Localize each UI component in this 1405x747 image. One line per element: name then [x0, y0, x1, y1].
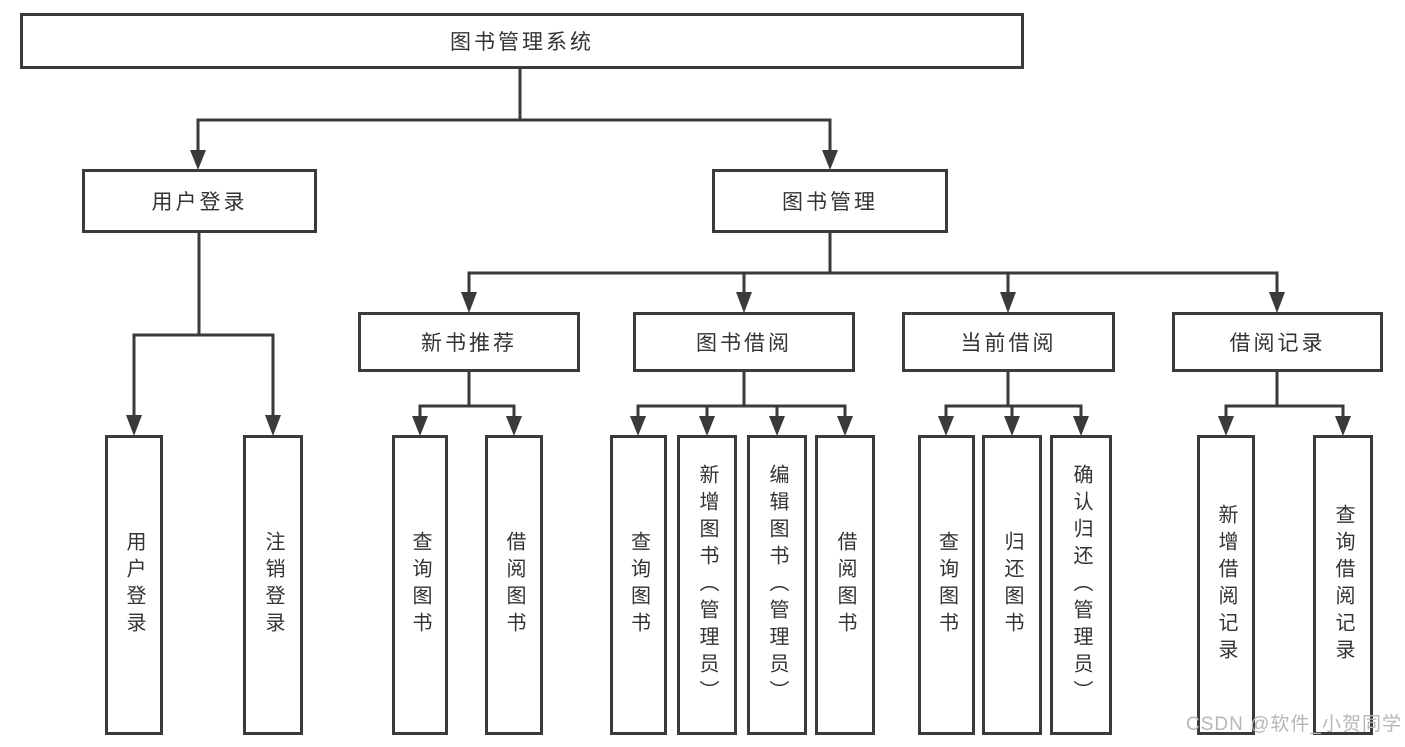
node-query-books-recommend-label: 查询图书 [409, 531, 431, 639]
node-query-books-borrow: 查询图书 [610, 435, 667, 735]
node-return-books: 归还图书 [982, 435, 1042, 735]
node-add-book-admin: 新增图书（管理员） [677, 435, 737, 735]
node-user-login-leaf: 用户登录 [105, 435, 163, 735]
node-query-books-current: 查询图书 [918, 435, 975, 735]
node-borrow-records-label: 借阅记录 [1229, 332, 1326, 355]
node-root-label: 图书管理系统 [450, 31, 594, 54]
node-query-borrow-record: 查询借阅记录 [1313, 435, 1373, 735]
connector-borrow-records [1218, 370, 1351, 436]
node-root: 图书管理系统 [20, 13, 1024, 69]
node-book-borrow-label: 图书借阅 [696, 332, 792, 355]
node-confirm-return-admin-label: 确认归还（管理员） [1070, 463, 1092, 707]
node-new-book-recommend: 新书推荐 [358, 312, 580, 372]
node-new-book-recommend-label: 新书推荐 [421, 332, 517, 355]
node-query-books-recommend: 查询图书 [392, 435, 448, 735]
connector-root [190, 69, 838, 170]
node-logout-leaf-label: 注销登录 [262, 531, 284, 639]
node-edit-book-admin-label: 编辑图书（管理员） [766, 463, 788, 707]
node-book-borrow: 图书借阅 [633, 312, 855, 372]
node-query-borrow-record-label: 查询借阅记录 [1332, 504, 1354, 666]
node-query-books-borrow-label: 查询图书 [627, 531, 650, 639]
node-current-borrow-label: 当前借阅 [960, 332, 1057, 355]
connector-book-borrow [630, 370, 853, 436]
node-logout-leaf: 注销登录 [243, 435, 303, 735]
connector-user-login [126, 231, 281, 436]
node-add-borrow-record: 新增借阅记录 [1197, 435, 1255, 735]
connector-new-book-recommend [412, 370, 522, 436]
connector-book-management [461, 231, 1285, 313]
node-borrow-books-leaf: 借阅图书 [815, 435, 875, 735]
node-edit-book-admin: 编辑图书（管理员） [747, 435, 807, 735]
node-add-borrow-record-label: 新增借阅记录 [1215, 504, 1237, 666]
node-book-management: 图书管理 [712, 169, 948, 233]
node-confirm-return-admin: 确认归还（管理员） [1050, 435, 1112, 735]
node-add-book-admin-label: 新增图书（管理员） [696, 463, 718, 707]
connector-current-borrow [938, 370, 1089, 436]
node-borrow-records: 借阅记录 [1172, 312, 1383, 372]
node-borrow-books-leaf-label: 借阅图书 [834, 531, 856, 639]
node-user-login: 用户登录 [82, 169, 317, 233]
node-query-books-current-label: 查询图书 [935, 531, 958, 639]
node-user-login-label: 用户登录 [151, 191, 248, 214]
node-borrow-books-recommend: 借阅图书 [485, 435, 543, 735]
node-book-management-label: 图书管理 [782, 191, 878, 214]
node-current-borrow: 当前借阅 [902, 312, 1115, 372]
node-borrow-books-recommend-label: 借阅图书 [503, 531, 525, 639]
watermark: CSDN @软件_小贺同学 [1186, 714, 1402, 735]
node-return-books-label: 归还图书 [1001, 531, 1023, 639]
node-user-login-leaf-label: 用户登录 [123, 531, 145, 639]
